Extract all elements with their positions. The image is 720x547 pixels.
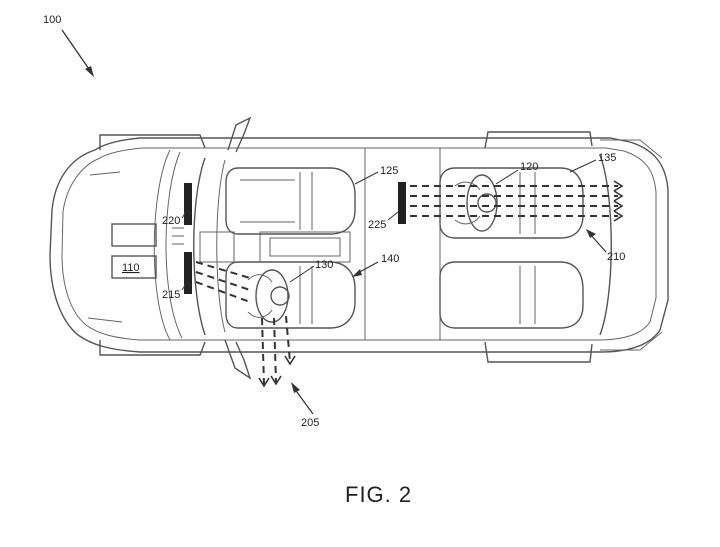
arrow-205 — [291, 382, 313, 414]
rear-gaze-rays — [410, 181, 622, 221]
label-140: 140 — [381, 253, 399, 265]
center-console — [260, 232, 350, 262]
label-225: 225 — [368, 219, 386, 231]
sensor-220 — [184, 183, 192, 225]
label-110: 110 — [122, 262, 140, 274]
driver-seat — [226, 262, 355, 328]
sensor-215 — [184, 252, 192, 294]
side-mirrors — [225, 118, 250, 378]
label-100: 100 — [43, 14, 61, 26]
driver-sensor-rays — [196, 262, 250, 302]
label-205: 205 — [301, 417, 319, 429]
arrow-210 — [586, 229, 606, 252]
label-130: 130 — [315, 259, 333, 271]
label-215: 215 — [162, 289, 180, 301]
rear-occupant — [455, 175, 497, 231]
driver-occupant — [248, 270, 289, 322]
sensor-225 — [398, 182, 406, 224]
rear-seat — [440, 168, 583, 238]
figure-caption: FIG. 2 — [345, 482, 412, 507]
front-seat-right — [226, 168, 355, 234]
label-135: 135 — [598, 152, 616, 164]
driver-gaze-rays — [259, 316, 295, 386]
label-125: 125 — [380, 165, 398, 177]
arrow-100 — [62, 30, 94, 77]
label-210: 210 — [607, 251, 625, 263]
label-120: 120 — [520, 161, 538, 173]
rear-seat-lower — [440, 262, 583, 328]
dashboard: 110 — [112, 224, 234, 278]
label-220: 220 — [162, 215, 180, 227]
